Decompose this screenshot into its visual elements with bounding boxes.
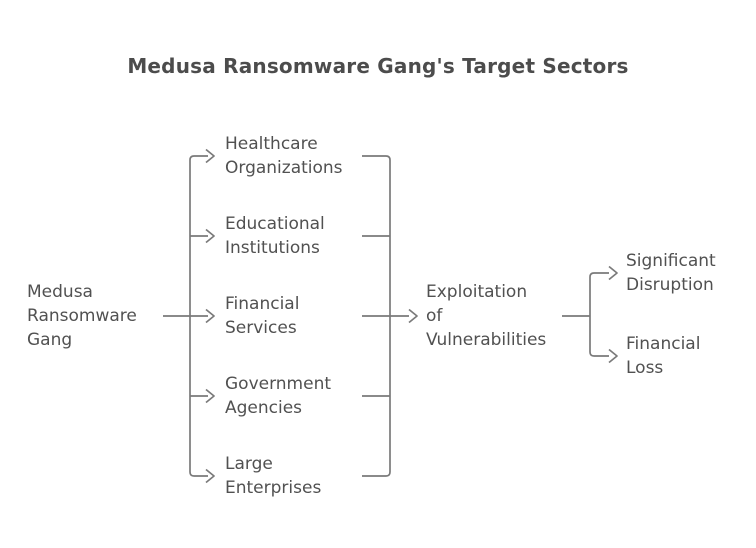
node-educational-institutions: Educational Institutions <box>225 214 325 258</box>
node-financial-services: Financial Services <box>225 294 300 338</box>
merge-mid-lines-right <box>362 235 390 397</box>
node-medusa-ransomware-gang: Medusa Ransomware Gang <box>27 282 137 350</box>
exploitation-arrowhead-icon <box>408 308 418 324</box>
node-large-enterprises: Large Enterprises <box>225 454 322 498</box>
node-healthcare-organizations: Healthcare Organizations <box>225 134 343 178</box>
outcome-fork <box>589 272 609 357</box>
branch-mid-lines-left <box>190 235 208 397</box>
node-financial-loss: Financial Loss <box>626 334 701 378</box>
node-exploitation-of-vulnerabilities: Exploitation of Vulnerabilities <box>426 282 547 350</box>
sector-arrowhead-icons <box>205 148 215 484</box>
outcome-arrowhead-icons <box>608 265 618 364</box>
node-government-agencies: Government Agencies <box>225 374 332 418</box>
diagram-title: Medusa Ransomware Gang's Target Sectors <box>127 54 629 78</box>
node-significant-disruption: Significant Disruption <box>626 251 716 295</box>
